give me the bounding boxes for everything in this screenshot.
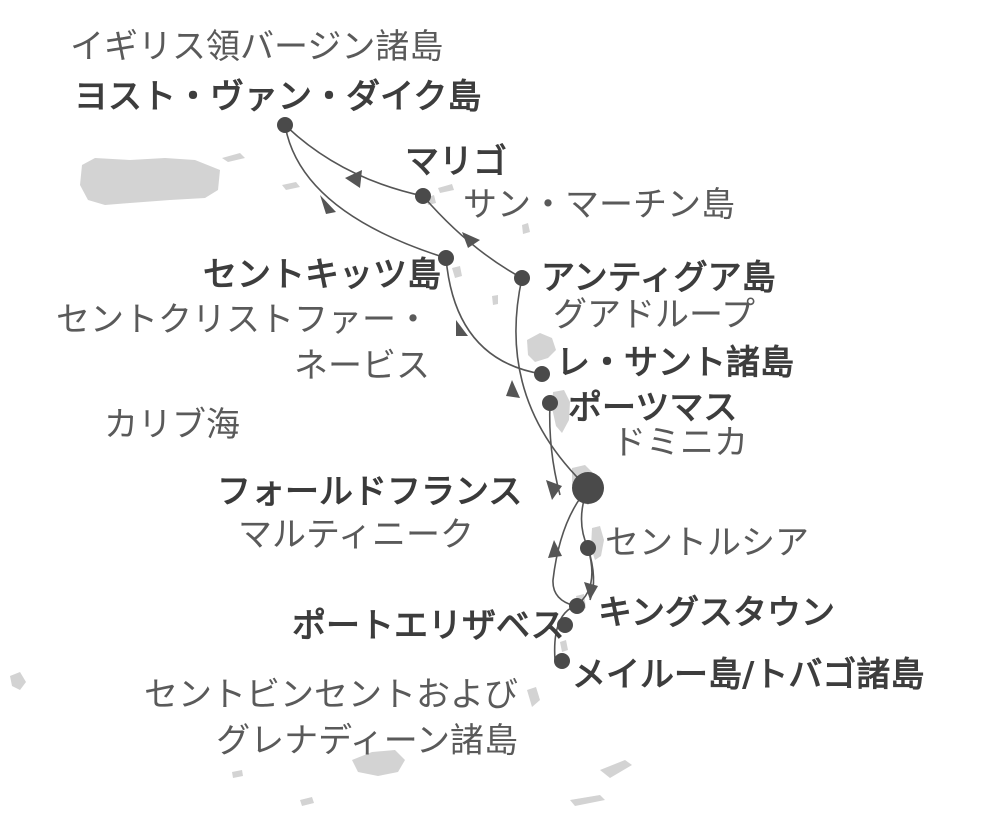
arrow-icon — [456, 320, 468, 336]
arrow-icon — [320, 195, 336, 214]
region-label-martinique: マルティニーク — [238, 515, 474, 555]
port-label-antigua[interactable]: アンティグア島 — [541, 258, 776, 298]
route-leg — [284, 124, 424, 197]
trinidad-coast — [352, 750, 405, 776]
port-label-fort-de-france[interactable]: フォールドフランス — [217, 472, 523, 512]
port-dot-les-saintes[interactable] — [534, 366, 550, 382]
route-leg — [515, 277, 589, 489]
port-dot-st-lucia[interactable] — [580, 540, 596, 556]
region-label-sint-maarten: サン・マーチン島 — [463, 185, 735, 225]
port-dot-st-kitts[interactable] — [438, 250, 454, 266]
port-dot-portsmouth[interactable] — [542, 395, 558, 411]
route-leg — [284, 124, 447, 259]
anguilla-island — [438, 184, 454, 193]
port-dot-port-elizabeth[interactable] — [557, 617, 573, 633]
port-dot-antigua[interactable] — [514, 270, 530, 286]
grenadines-island — [560, 640, 568, 652]
region-label-guadeloupe: グアドループ — [553, 295, 755, 335]
port-label-portsmouth[interactable]: ポーツマス — [568, 388, 738, 428]
arrow-icon — [546, 480, 562, 500]
port-dot-jost-van-dyke[interactable] — [277, 117, 293, 133]
islet — [10, 672, 26, 690]
puerto-rico-island — [80, 158, 220, 205]
port-dots — [277, 117, 604, 669]
route-leg — [445, 257, 543, 375]
region-label-bvi: イギリス領バージン諸島 — [70, 27, 444, 67]
arrow-icon — [506, 380, 520, 398]
arrow-icon — [462, 232, 480, 248]
islet — [232, 770, 243, 778]
port-label-kingstown[interactable]: キングスタウン — [598, 593, 835, 633]
port-label-marigot[interactable]: マリゴ — [405, 142, 507, 182]
port-label-jost-van-dyke[interactable]: ヨスト・ヴァン・ダイク島 — [74, 77, 482, 117]
saba-island — [522, 223, 530, 234]
route-arrows — [320, 170, 598, 600]
montserrat-island — [492, 295, 498, 305]
port-label-les-saintes[interactable]: レ・サント諸島 — [556, 343, 794, 383]
nevis-island — [452, 266, 462, 278]
small-island — [282, 182, 300, 190]
arrow-icon — [345, 170, 362, 188]
region-label-st-lucia: セントルシア — [605, 523, 809, 563]
port-label-mayreau[interactable]: メイルー島/トバゴ諸島 — [572, 655, 925, 695]
grenada-island — [527, 687, 540, 707]
region-label-st-vincent-grenadines: セントビンセントおよび グレナディーン諸島 — [144, 675, 518, 761]
guadeloupe-island — [527, 333, 556, 362]
region-label-dominica: ドミニカ — [612, 423, 748, 463]
arrow-icon — [584, 582, 598, 600]
region-label-st-kitts-nevis: セントクリストファー・ ネービス — [56, 300, 430, 386]
islet — [300, 797, 314, 806]
islet — [570, 795, 605, 806]
port-dot-fort-de-france[interactable] — [572, 472, 604, 504]
sea-label-caribbean: カリブ海 — [104, 405, 240, 445]
arrow-icon — [548, 540, 562, 558]
port-label-st-kitts[interactable]: セントキッツ島 — [203, 255, 441, 295]
route-leg — [552, 487, 589, 607]
port-dot-mayreau[interactable] — [554, 653, 570, 669]
port-label-port-elizabeth[interactable]: ポートエリザベス — [292, 606, 565, 646]
port-dot-marigot[interactable] — [415, 188, 431, 204]
vieques-island — [222, 153, 245, 162]
port-dot-kingstown[interactable] — [569, 598, 585, 614]
tobago-island — [600, 760, 632, 778]
